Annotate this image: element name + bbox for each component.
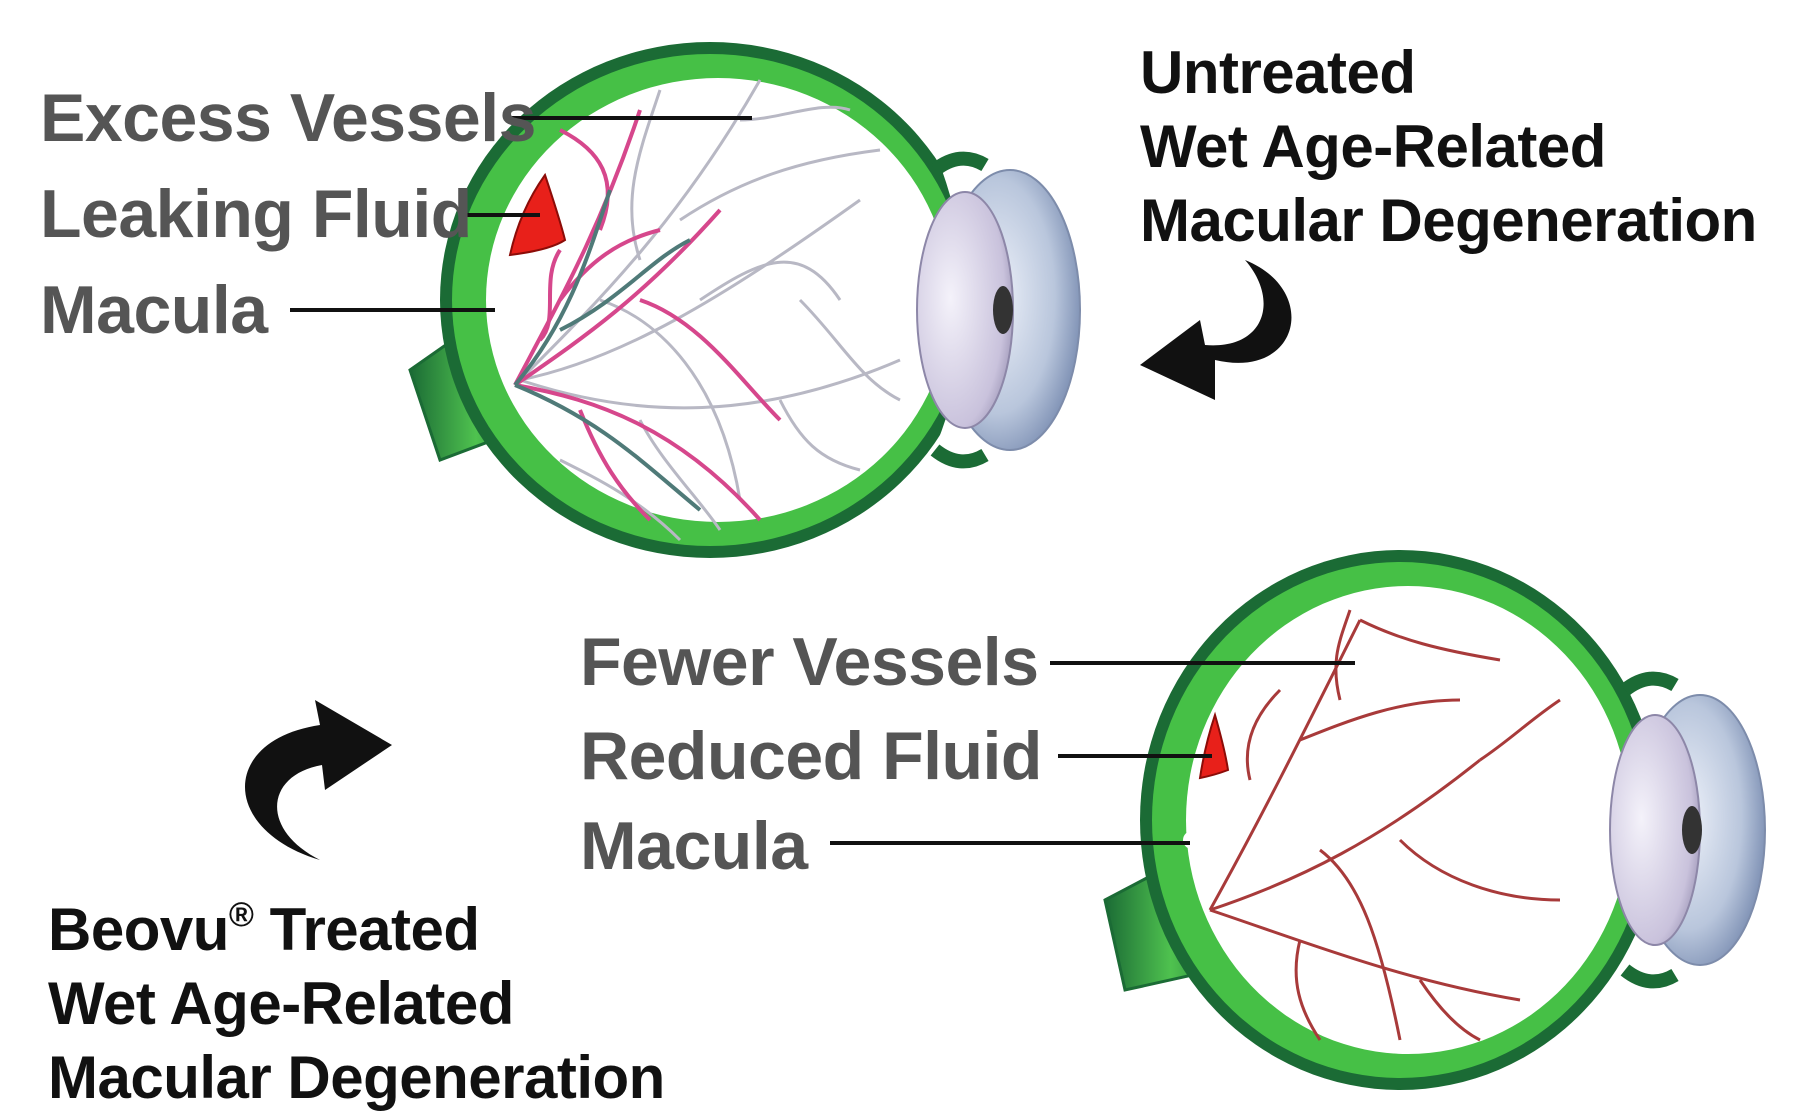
treated-title-line-1: Beovu® Treated xyxy=(48,878,665,967)
label-reduced-fluid: Reduced Fluid xyxy=(580,718,1042,794)
untreated-title-line-1: Untreated xyxy=(1140,39,1416,106)
fewer-vessels xyxy=(1208,609,1561,1042)
treated-word: Treated xyxy=(253,896,480,963)
untreated-title-line-3: Macular Degeneration xyxy=(1140,187,1757,254)
teal-vessels xyxy=(513,189,702,512)
macula xyxy=(488,300,508,320)
label-fewer-vessels: Fewer Vessels xyxy=(580,624,1039,700)
treated-eye xyxy=(830,550,1766,1090)
macula xyxy=(1183,831,1201,849)
treated-title: Beovu® Treated Wet Age-Related Macular D… xyxy=(48,878,665,1115)
pupil xyxy=(1682,806,1702,854)
untreated-title: Untreated Wet Age-Related Macular Degene… xyxy=(1140,36,1757,258)
label-macula-treated: Macula xyxy=(580,808,808,884)
label-leaking-fluid: Leaking Fluid xyxy=(40,176,472,252)
label-macula-untreated: Macula xyxy=(40,272,268,348)
untreated-eye xyxy=(290,42,1081,558)
curved-arrow-down-icon xyxy=(1140,260,1292,400)
pupil xyxy=(993,286,1013,334)
pink-vessels xyxy=(513,109,782,522)
retina-interior xyxy=(486,78,950,522)
brand-name: Beovu xyxy=(48,896,229,963)
reduced-fluid xyxy=(1198,711,1230,780)
retina-interior xyxy=(1186,586,1630,1054)
untreated-title-line-2: Wet Age-Related xyxy=(1140,113,1606,180)
treated-title-line-3: Macular Degeneration xyxy=(48,1044,665,1111)
curved-arrow-up-icon xyxy=(245,700,392,860)
label-excess-vessels: Excess Vessels xyxy=(40,80,536,156)
registered-mark: ® xyxy=(228,896,254,934)
treated-title-line-2: Wet Age-Related xyxy=(48,970,514,1037)
